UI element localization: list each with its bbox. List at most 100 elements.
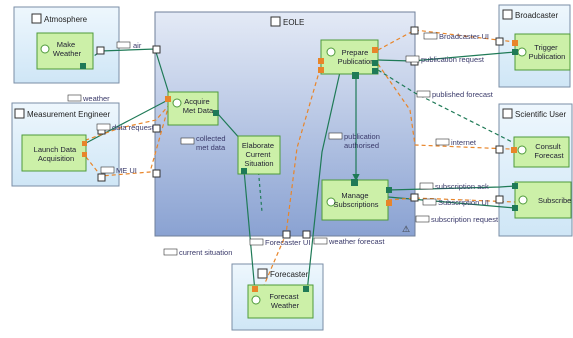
flow-weather-forecast[interactable] bbox=[306, 71, 341, 293]
svg-text:weather forecast: weather forecast bbox=[328, 237, 385, 246]
function-icon bbox=[517, 145, 527, 155]
exchange-icon bbox=[419, 182, 434, 190]
exchange-subscription-ack[interactable]: subscription ack bbox=[419, 182, 489, 191]
exchange-icon bbox=[435, 138, 450, 146]
port[interactable] bbox=[96, 46, 105, 55]
actor-icon bbox=[14, 108, 25, 119]
function-label: Trigger Publication bbox=[529, 43, 566, 61]
svg-text:Forecaster UI: Forecaster UI bbox=[265, 238, 310, 247]
exchange-air[interactable]: air bbox=[116, 41, 142, 50]
function-label: Manage Subscriptions bbox=[333, 191, 378, 209]
exchange-icon bbox=[415, 215, 430, 223]
svg-text:publication authorised: publication authorised bbox=[344, 132, 382, 150]
port[interactable] bbox=[318, 58, 324, 64]
port[interactable] bbox=[82, 141, 87, 146]
scientific-user-title: Scientific User bbox=[515, 110, 566, 119]
port[interactable] bbox=[165, 96, 171, 102]
atmosphere-title: Atmosphere bbox=[44, 15, 88, 24]
port[interactable] bbox=[495, 37, 504, 46]
exchange-data-request[interactable]: data request bbox=[96, 123, 155, 132]
function-label: Make Weather bbox=[53, 40, 82, 58]
exchange-publication-authorised[interactable]: publication authorised bbox=[328, 132, 382, 150]
port[interactable] bbox=[372, 68, 378, 74]
exchange-icon bbox=[163, 248, 178, 256]
exchange-me-ui[interactable]: ME UI bbox=[100, 166, 137, 175]
exchange-collected-met-data[interactable]: collected met data bbox=[180, 134, 228, 152]
exchange-icon bbox=[422, 198, 437, 206]
exchange-current-situation[interactable]: current situation bbox=[163, 248, 232, 257]
flow-current-situation[interactable] bbox=[243, 169, 256, 293]
flow-published-forecast[interactable] bbox=[377, 69, 531, 152]
exchange-weather[interactable]: weather bbox=[67, 94, 110, 103]
function-elaborate-current-situation[interactable]: Elaborate Current Situation bbox=[237, 135, 281, 175]
svg-text:current situation: current situation bbox=[179, 248, 232, 257]
port[interactable] bbox=[512, 49, 518, 55]
port[interactable] bbox=[410, 26, 419, 35]
port[interactable] bbox=[303, 286, 309, 292]
exchange-internet[interactable]: internet bbox=[435, 138, 477, 147]
function-prepare-publication[interactable]: Prepare Publication bbox=[320, 39, 379, 75]
port[interactable] bbox=[352, 72, 359, 79]
port[interactable] bbox=[318, 67, 324, 73]
function-subscribe[interactable]: Subscribe bbox=[514, 181, 572, 219]
port[interactable] bbox=[152, 45, 161, 54]
function-consult-forecast[interactable]: Consult Forecast bbox=[513, 136, 570, 168]
function-launch-data-acquisition[interactable]: Launch Data Acquisition bbox=[21, 134, 87, 172]
port[interactable] bbox=[386, 187, 392, 193]
port[interactable] bbox=[282, 230, 291, 239]
port[interactable] bbox=[351, 179, 358, 186]
actor-icon bbox=[31, 13, 42, 24]
flow-data-request[interactable] bbox=[85, 103, 171, 141]
port[interactable] bbox=[512, 205, 518, 211]
svg-text:subscription ack: subscription ack bbox=[435, 182, 489, 191]
exchange-icon bbox=[313, 237, 328, 245]
port[interactable] bbox=[386, 200, 392, 206]
ports bbox=[80, 26, 518, 292]
port[interactable] bbox=[410, 193, 419, 202]
svg-text:air: air bbox=[133, 41, 142, 50]
exchange-icon bbox=[116, 41, 131, 49]
flow-forecaster-ui[interactable] bbox=[261, 61, 323, 291]
flow-weather[interactable] bbox=[85, 99, 169, 144]
port[interactable] bbox=[372, 47, 378, 53]
exchange-icon bbox=[67, 94, 82, 102]
port[interactable] bbox=[82, 152, 87, 157]
flow-internet[interactable] bbox=[377, 63, 511, 150]
port[interactable] bbox=[97, 173, 106, 182]
port[interactable] bbox=[80, 63, 86, 69]
exchange-publication-request[interactable]: publication request bbox=[405, 55, 485, 64]
exchange-subscription-ui[interactable]: Subscription UI bbox=[422, 198, 489, 207]
port[interactable] bbox=[495, 195, 504, 204]
exchange-weather-forecast[interactable]: weather forecast bbox=[313, 237, 385, 246]
port[interactable] bbox=[495, 145, 504, 154]
function-acquire-met-data[interactable]: Acquire Met Data bbox=[167, 91, 219, 126]
port[interactable] bbox=[512, 40, 518, 46]
port[interactable] bbox=[252, 286, 258, 292]
exchange-subscription-request[interactable]: subscription request bbox=[415, 215, 499, 224]
port[interactable] bbox=[372, 60, 378, 66]
function-manage-subscriptions[interactable]: Manage Subscriptions bbox=[321, 179, 389, 221]
svg-text:collected met data: collected met data bbox=[196, 134, 228, 152]
port[interactable] bbox=[511, 147, 517, 153]
port[interactable] bbox=[213, 110, 219, 116]
port[interactable] bbox=[512, 183, 518, 189]
port[interactable] bbox=[302, 230, 311, 239]
atmosphere-actor[interactable]: Atmosphere bbox=[13, 6, 120, 84]
actor-icon bbox=[502, 9, 513, 20]
function-trigger-publication[interactable]: Trigger Publication bbox=[514, 33, 571, 71]
exchange-icon bbox=[416, 90, 431, 98]
flow-subscription-ui[interactable] bbox=[387, 197, 516, 203]
port[interactable] bbox=[152, 124, 161, 133]
exchange-broadcaster-ui[interactable]: Broadcaster UI bbox=[423, 32, 489, 41]
exchange-icon bbox=[100, 166, 115, 174]
svg-text:published forecast: published forecast bbox=[432, 90, 494, 99]
function-forecast-weather[interactable]: Forecast Weather bbox=[247, 284, 314, 319]
function-icon bbox=[326, 47, 336, 57]
port[interactable] bbox=[241, 168, 247, 174]
port[interactable] bbox=[152, 169, 161, 178]
exchange-forecaster-ui[interactable]: Forecaster UI bbox=[249, 238, 310, 247]
function-label: Launch Data Acquisition bbox=[34, 145, 79, 163]
exchange-published-forecast[interactable]: published forecast bbox=[416, 90, 494, 99]
svg-text:subscription request: subscription request bbox=[431, 215, 499, 224]
